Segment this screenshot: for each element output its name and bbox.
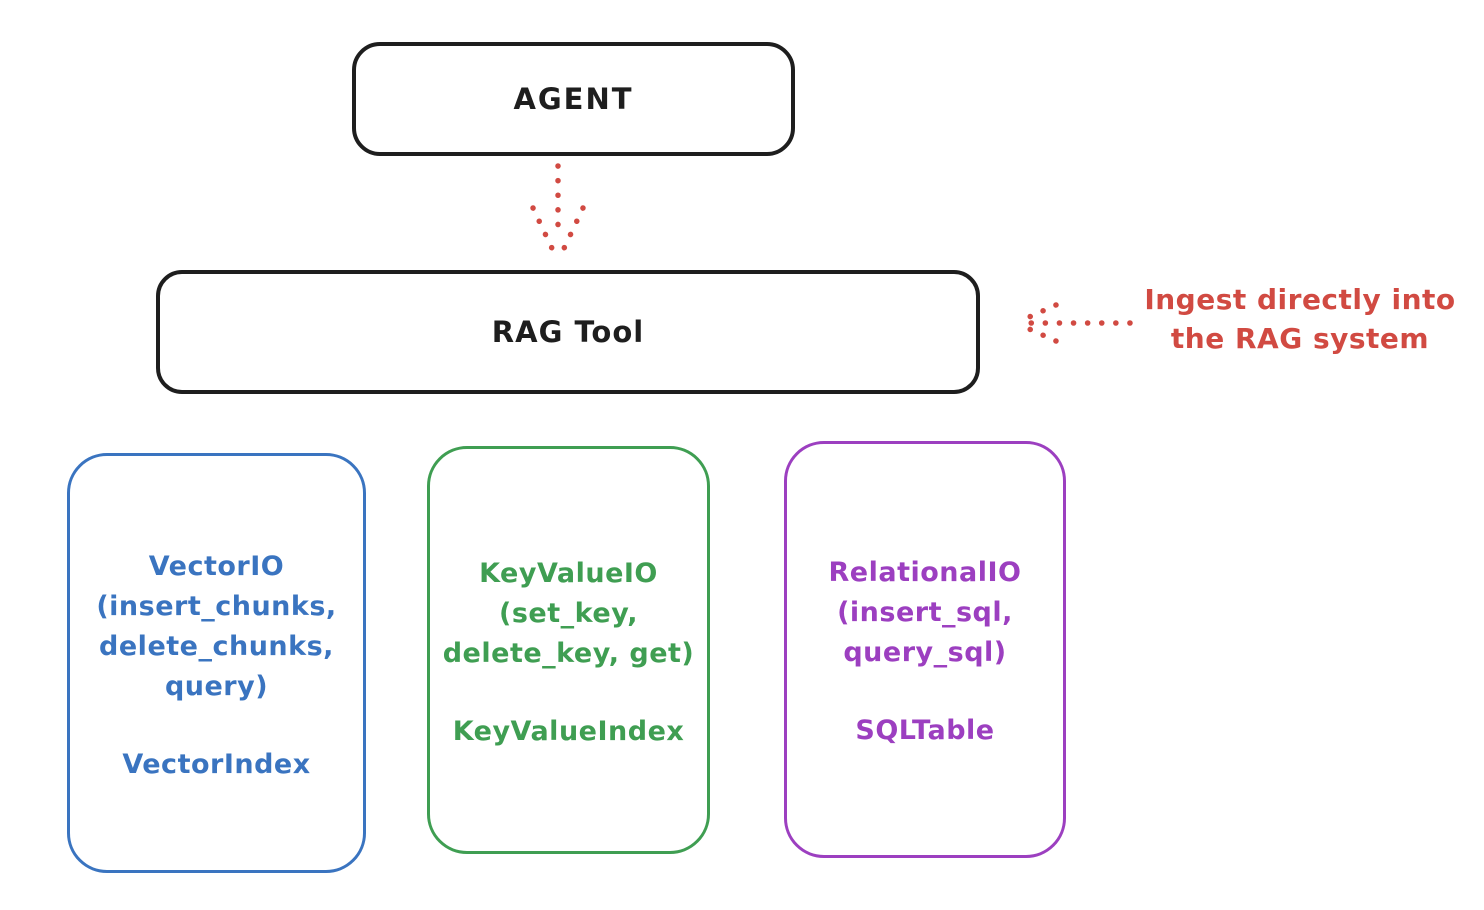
relational-io-box: RelationalIO (insert_sql, query_sql) SQL… — [784, 441, 1066, 858]
rag-tool-box: RAG Tool — [156, 270, 980, 394]
agent-label: AGENT — [513, 82, 634, 116]
keyvalue-io-title-line: delete_key, get) — [442, 637, 695, 669]
relational-io-title: RelationalIO (insert_sql, query_sql) — [829, 553, 1022, 673]
agent-to-rag-dotted-down-arrow — [530, 163, 586, 262]
ingest-annotation-line1: Ingest directly into — [1144, 283, 1456, 316]
keyvalue-io-title: KeyValueIO (set_key, delete_key, get) — [443, 554, 695, 674]
keyvalue-io-title-line: KeyValueIO — [479, 557, 658, 589]
relational-io-title-line: RelationalIO — [828, 557, 1022, 588]
ingest-dotted-left-arrow — [1015, 302, 1133, 344]
agent-box: AGENT — [352, 42, 795, 156]
vector-index-label: VectorIndex — [122, 748, 311, 780]
keyvalue-index-label: KeyValueIndex — [452, 715, 685, 747]
vector-io-title-line: delete_chunks, — [99, 630, 334, 662]
relational-io-title-line: query_sql) — [843, 637, 1007, 668]
vector-io-title-line: VectorIO — [148, 550, 285, 582]
keyvalue-io-title-line: (set_key, — [499, 597, 638, 629]
rag-tool-label: RAG Tool — [491, 315, 645, 349]
keyvalue-io-box: KeyValueIO (set_key, delete_key, get) Ke… — [427, 446, 710, 854]
relational-io-title-line: (insert_sql, — [837, 597, 1013, 628]
sql-table-label: SQLTable — [855, 715, 995, 746]
ingest-annotation: Ingest directly into the RAG system — [1128, 280, 1472, 358]
vector-io-box: VectorIO (insert_chunks, delete_chunks, … — [67, 453, 366, 873]
vector-io-title-line: (insert_chunks, — [96, 590, 337, 622]
vector-io-title: VectorIO (insert_chunks, delete_chunks, … — [96, 547, 336, 707]
vector-io-title-line: query) — [164, 670, 269, 702]
ingest-annotation-line2: the RAG system — [1170, 322, 1430, 355]
